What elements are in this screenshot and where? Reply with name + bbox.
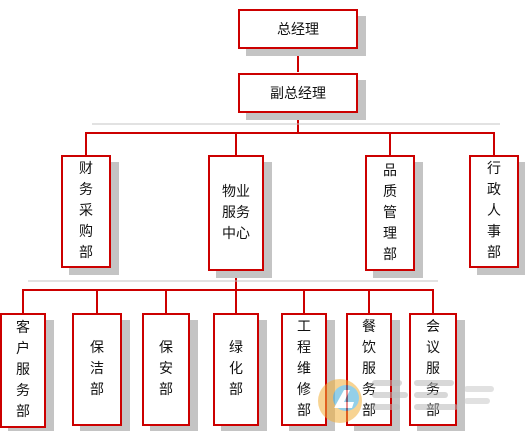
ceo-box: 总经理 — [238, 9, 358, 49]
dept-property-box: 物业服务中心 — [208, 155, 264, 271]
sub-security-box: 保安部 — [142, 313, 190, 426]
ceo-label: 总经理 — [277, 22, 319, 38]
sub-security-label: 保安部 — [158, 340, 173, 398]
dept-admin-box: 行政人事部 — [469, 155, 519, 268]
vice-ceo-label: 副总经理 — [270, 86, 326, 102]
dept-finance-label: 财务采购部 — [78, 161, 93, 261]
sub-greening-label: 绿化部 — [228, 340, 243, 398]
vice-ceo-box: 副总经理 — [238, 73, 358, 113]
sub-catering-label: 餐饮服务部 — [361, 319, 376, 419]
dept-quality-label: 品质管理部 — [382, 162, 397, 263]
dept-quality-box: 品质管理部 — [365, 155, 415, 271]
dept-finance-box: 财务采购部 — [61, 155, 111, 268]
sub-engineering-label: 工程维修部 — [296, 319, 311, 419]
sub-customer-label: 客户服务部 — [15, 320, 30, 420]
sub-cleaning-box: 保洁部 — [72, 313, 122, 426]
dept-property-label: 物业服务中心 — [221, 183, 250, 242]
sub-cleaning-label: 保洁部 — [89, 340, 104, 398]
sub-customer-box: 客户服务部 — [0, 313, 46, 428]
watermark-logo — [318, 379, 494, 423]
sub-greening-box: 绿化部 — [213, 313, 259, 426]
dept-admin-label: 行政人事部 — [486, 161, 501, 261]
sub-engineering-box: 工程维修部 — [281, 313, 327, 426]
